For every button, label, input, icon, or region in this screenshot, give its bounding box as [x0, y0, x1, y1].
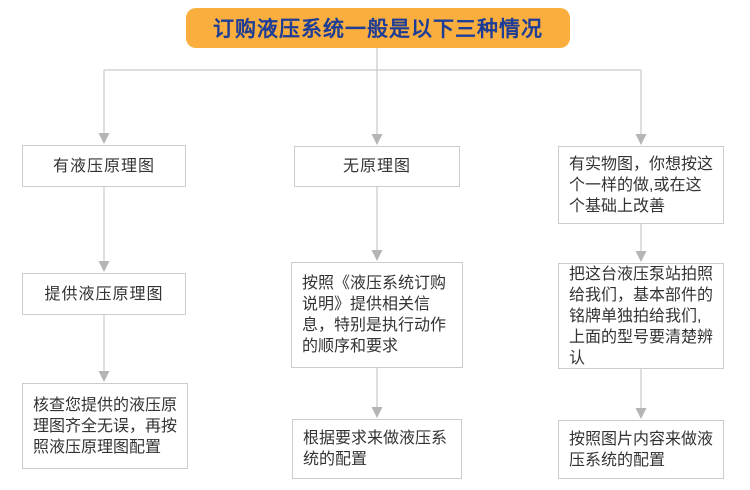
node-config-per-requirements: 根据要求来做液压系统的配置: [292, 419, 462, 479]
node-follow-order-instructions: 按照《液压系统订购说明》提供相关信息，特别是执行动作的顺序和要求: [291, 262, 463, 368]
node-config-per-photos: 按照图片内容来做液压系统的配置: [558, 420, 724, 479]
node-send-photos-nameplates: 把这台液压泵站拍照给我们，基本部件的铭牌单独拍给我们,上面的型号要清楚辨认: [558, 263, 724, 369]
node-no-schematic: 无原理图: [294, 146, 460, 187]
node-provide-schematic: 提供液压原理图: [22, 273, 186, 315]
node-has-schematic: 有液压原理图: [22, 145, 186, 187]
node-verify-schematic-config: 核查您提供的液压原理图齐全无误，再按照液压原理图配置: [22, 383, 188, 469]
node-has-photo: 有实物图，你想按这个一样的做,或在这个基础上改善: [558, 146, 724, 224]
flowchart-title: 订购液压系统一般是以下三种情况: [186, 8, 570, 48]
